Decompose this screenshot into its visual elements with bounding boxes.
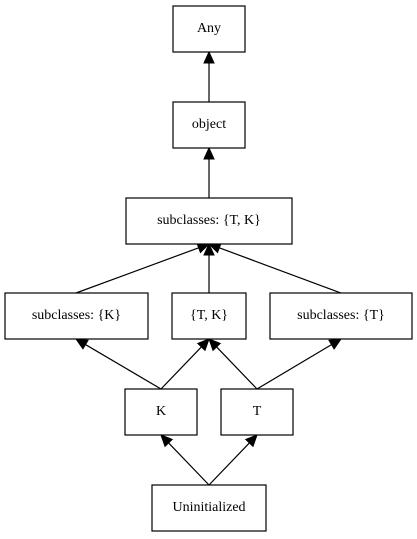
edge-k-to-subclasses-k: [74, 338, 162, 390]
node-subclasses-t-box: [269, 292, 413, 340]
arrowhead-icon: [196, 338, 210, 352]
node-uninitialized-label: Uninitialized: [172, 500, 245, 515]
node-k-label: K: [156, 404, 166, 419]
edge-subclasses-t-to-subclasses-tk: [207, 242, 342, 294]
edge-uninitialized-to-t: [208, 434, 258, 486]
edge-tk-to-subclasses-tk: [203, 242, 215, 293]
node-k-box: [124, 388, 198, 436]
arrowhead-icon: [244, 434, 258, 448]
edge-line: [75, 247, 199, 294]
node-subclasses-k: subclasses: {K}: [4, 292, 149, 340]
edge-k-to-tk: [160, 338, 210, 390]
node-any-label: Any: [197, 21, 221, 36]
arrowhead-icon: [160, 434, 174, 448]
node-t: T: [220, 388, 294, 436]
arrowhead-icon: [203, 50, 215, 64]
edge-line: [256, 344, 332, 390]
node-k: K: [124, 388, 198, 436]
edge-line: [168, 442, 210, 486]
edge-t-to-tk: [208, 338, 258, 390]
node-tk-box: [171, 292, 247, 340]
arrowhead-icon: [203, 242, 215, 256]
node-subclasses-k-label: subclasses: {K}: [32, 308, 121, 323]
arrowhead-icon: [74, 338, 89, 350]
arrowhead-icon: [328, 338, 343, 350]
node-subclasses-k-box: [4, 292, 149, 340]
node-tk-label: {T, K}: [190, 308, 228, 323]
node-subclasses-t: subclasses: {T}: [269, 292, 413, 340]
edge-line: [85, 344, 162, 390]
edge-object-to-any: [203, 50, 215, 102]
edge-t-to-subclasses-t: [256, 338, 343, 390]
node-uninitialized: Uninitialized: [151, 484, 267, 532]
node-any: Any: [172, 5, 246, 53]
node-t-label: T: [253, 404, 262, 419]
node-object: object: [172, 101, 246, 149]
edge-line: [160, 346, 202, 390]
edge-uninitialized-to-k: [160, 434, 210, 486]
arrowhead-icon: [203, 146, 215, 160]
node-object-box: [172, 101, 246, 149]
node-object-label: object: [192, 117, 226, 132]
edge-subclasses-k-to-subclasses-tk: [75, 242, 211, 294]
edge-line: [219, 247, 342, 294]
node-uninitialized-box: [151, 484, 267, 532]
edge-line: [208, 442, 250, 486]
edge-line: [216, 346, 258, 390]
edges-layer: [74, 50, 343, 486]
node-tk: {T, K}: [171, 292, 247, 340]
arrowhead-icon: [208, 338, 222, 352]
node-subclasses-tk-label: subclasses: {T, K}: [157, 213, 261, 228]
node-t-box: [220, 388, 294, 436]
node-subclasses-tk: subclasses: {T, K}: [125, 197, 293, 245]
node-subclasses-t-label: subclasses: {T}: [297, 308, 385, 323]
node-subclasses-tk-box: [125, 197, 293, 245]
node-any-box: [172, 5, 246, 53]
edge-subclasses-tk-to-object: [203, 146, 215, 198]
